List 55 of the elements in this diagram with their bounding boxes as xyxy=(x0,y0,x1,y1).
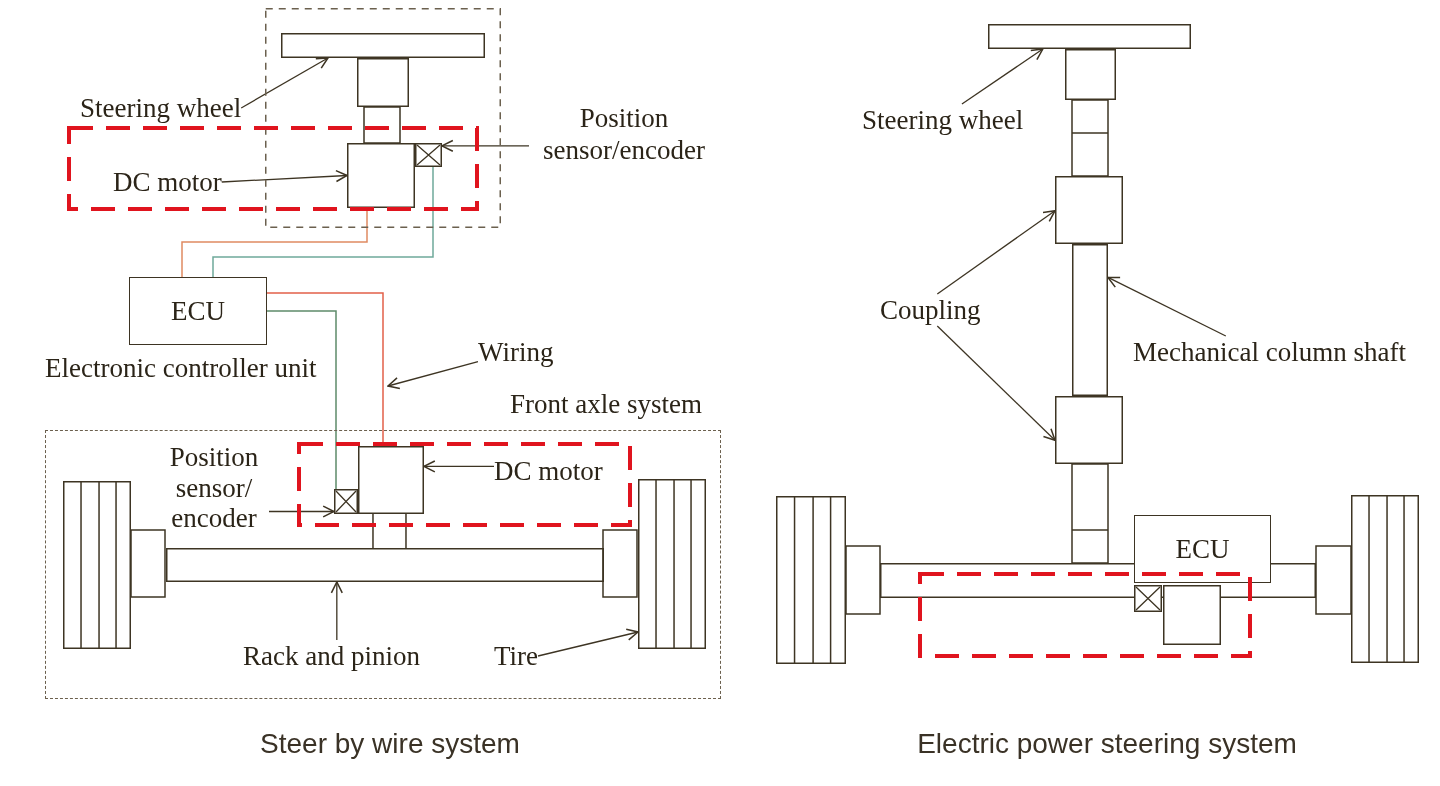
position-sensor-symbol xyxy=(415,143,442,167)
part-label: Coupling xyxy=(880,294,981,326)
part-label: Tire xyxy=(494,640,539,672)
leader-line xyxy=(387,360,479,390)
ecu-box xyxy=(129,277,267,345)
dc-motor-block xyxy=(1163,585,1221,645)
wire xyxy=(266,310,337,490)
steering-wheel-rim xyxy=(281,33,485,58)
leader-line xyxy=(441,139,530,153)
part-label: Steering wheel xyxy=(862,104,1024,136)
leader-line xyxy=(240,57,329,109)
leader-line xyxy=(423,460,495,473)
steering-hub xyxy=(357,58,409,107)
leader-line xyxy=(268,505,335,518)
dc-motor-block xyxy=(358,446,424,514)
dc-motor-block xyxy=(347,143,415,208)
position-sensor-symbol xyxy=(1134,585,1162,612)
part-label: DC motor xyxy=(494,455,603,487)
rack-bar xyxy=(166,548,604,582)
tire xyxy=(638,479,706,649)
panel-caption: Electric power steering system xyxy=(917,727,1297,761)
wire xyxy=(212,166,434,278)
node-label: ECU xyxy=(171,295,225,327)
part-label: DC motor xyxy=(113,166,222,198)
panel-caption: Steer by wire system xyxy=(260,727,520,761)
part-label: Rack and pinion xyxy=(243,640,420,672)
coupling-block xyxy=(1055,176,1123,244)
leader-line xyxy=(961,48,1044,105)
leader-line xyxy=(1107,276,1227,337)
part-label: Position sensor/encoder xyxy=(529,102,719,166)
node-label: ECU xyxy=(1175,533,1230,565)
node-caption: Electronic controller unit xyxy=(45,352,317,384)
leader-line xyxy=(330,581,343,641)
coupling-block xyxy=(1055,396,1123,464)
position-sensor-symbol xyxy=(334,489,358,514)
leader-line xyxy=(936,325,1056,441)
tire xyxy=(1351,495,1419,663)
leader-line xyxy=(221,169,348,183)
connecting-shaft-line xyxy=(405,513,407,549)
ecu-box xyxy=(1134,515,1271,583)
part-label: Mechanical column shaft xyxy=(1133,336,1406,368)
steering-hub xyxy=(1065,49,1116,100)
rack-bar xyxy=(880,563,1316,598)
part-label: Wiring xyxy=(478,336,554,368)
leader-line xyxy=(936,209,1056,295)
tire xyxy=(63,481,131,649)
connecting-shaft-line xyxy=(372,513,374,549)
part-label: Steering wheel xyxy=(80,92,242,124)
column-shaft xyxy=(1072,244,1108,396)
dashed-frame xyxy=(265,8,501,228)
frame-heading: Front axle system xyxy=(510,391,702,417)
leader-line xyxy=(537,628,639,657)
part-label: Position sensor/ encoder xyxy=(159,442,269,534)
tire xyxy=(776,496,846,664)
steering-wheel-rim xyxy=(988,24,1191,49)
